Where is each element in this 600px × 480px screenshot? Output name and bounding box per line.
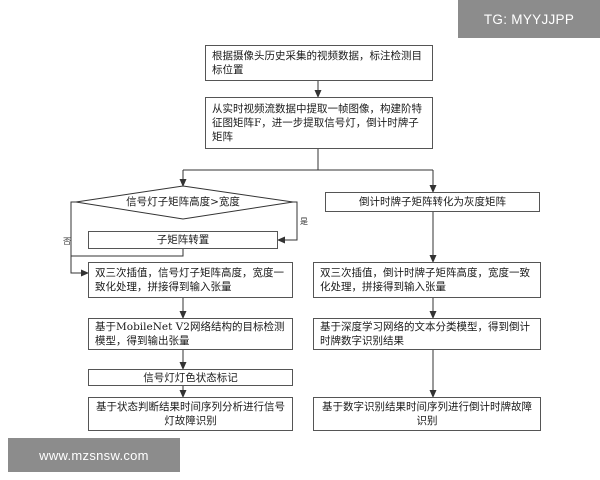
node-right-model: 基于深度学习网络的文本分类模型，得到倒计时牌数字识别结果 [313, 318, 541, 350]
watermark-bottom-left: www.mzsnsw.com [8, 438, 180, 472]
node-right-interp: 双三次插值，倒计时牌子矩阵高度，宽度一致化处理，拼接得到输入张量 [313, 262, 541, 298]
node-decision-label: 信号灯子矩阵高度>宽度 [126, 196, 240, 208]
node-right-gray: 倒计时牌子矩阵转化为灰度矩阵 [325, 192, 540, 212]
edge-label-no: 否 [63, 237, 71, 246]
node-left-model: 基于MobileNet V2网络结构的目标检测模型，得到输出张量 [88, 318, 293, 350]
connector-transpose-down [71, 249, 184, 257]
edge-label-yes: 是 [300, 217, 308, 226]
node-left-fault: 基于状态判断结果时间序列分析进行信号灯故障识别 [88, 397, 293, 431]
node-collect: 根据摄像头历史采集的视频数据，标注检测目标位置 [205, 45, 433, 81]
decision-diamond [75, 185, 294, 220]
node-right-fault: 基于数字识别结果时间序列进行倒计时牌故障识别 [313, 397, 541, 431]
node-left-status: 信号灯灯色状态标记 [88, 369, 293, 386]
node-left-interp: 双三次插值，信号灯子矩阵高度，宽度一致化处理，拼接得到输入张量 [88, 262, 293, 298]
watermark-top-right: TG: MYYJJPP [458, 0, 600, 38]
node-transpose: 子矩阵转置 [88, 231, 278, 249]
arrow-no-branch [70, 201, 89, 277]
arrow-yes-branch [277, 201, 298, 244]
node-extract: 从实时视频流数据中提取一帧图像，构建阶特征图矩阵F，进一步提取信号灯，倒计时牌子… [205, 97, 433, 149]
